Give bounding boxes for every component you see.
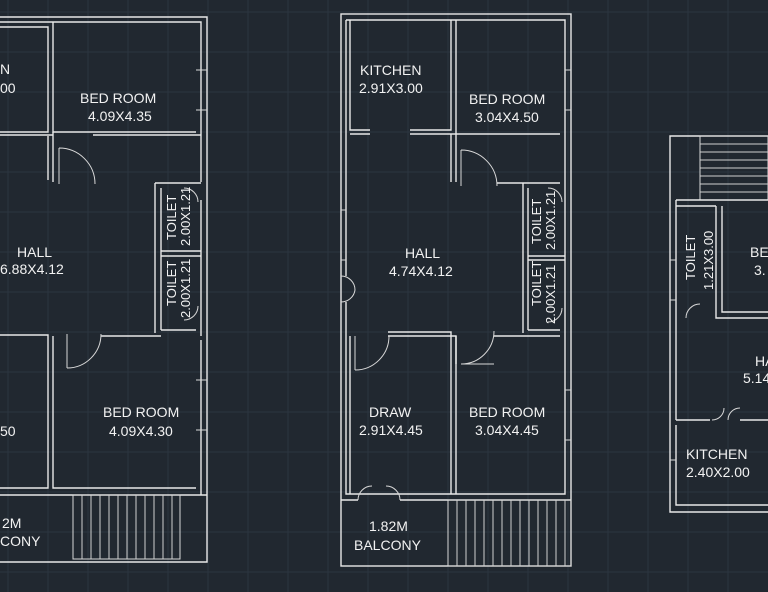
room-dims: 1.21X3.00 (701, 231, 716, 290)
room-label: TOILET (529, 261, 544, 306)
room-dims: 6.88X4.12 (0, 261, 64, 277)
middle-floor-plan (340, 13, 572, 567)
room-label: DRAW (369, 404, 412, 420)
room-dims: 00 (0, 80, 16, 96)
room-label: KITCHEN (360, 62, 421, 78)
balcony-size: 2M (2, 515, 21, 531)
room-label: TOILET (529, 199, 544, 244)
room-label: BED ROOM (103, 404, 179, 420)
left-outer-wall (0, 16, 208, 563)
room-label: KITCHEN (686, 446, 747, 462)
left-labels: N 00 BED ROOM 4.09X4.35 HALL 6.88X4.12 T… (0, 61, 193, 549)
room-label: BE (750, 244, 768, 260)
room-dims: 4.09X4.30 (109, 423, 173, 439)
right-floor-plan (669, 135, 768, 513)
room-dims: 3.04X4.45 (475, 422, 539, 438)
room-label: BED ROOM (469, 404, 545, 420)
room-label: HALL (405, 245, 440, 261)
balcony-label: CONY (0, 533, 41, 549)
room-dims: 2.40X2.00 (686, 464, 750, 480)
room-dims: 2.00X1.21 (178, 187, 193, 246)
balcony-door (357, 485, 401, 501)
room-dims: 2.91X4.45 (359, 422, 423, 438)
room-label: TOILET (164, 195, 179, 240)
left-floor-plan (0, 16, 208, 563)
room-dims: 3.04X4.50 (475, 109, 539, 125)
room-dims: 4.74X4.12 (389, 263, 453, 279)
room-label: HA (755, 353, 768, 369)
door-swing (354, 335, 390, 371)
balcony-label: BALCONY (354, 537, 422, 553)
room-label: TOILET (683, 235, 698, 280)
room-dims: 2.00X1.21 (178, 259, 193, 318)
room-label: N (0, 61, 10, 77)
room-dims: 4.09X4.35 (88, 108, 152, 124)
door-swing (66, 333, 102, 369)
room-label: BED ROOM (80, 90, 156, 106)
room-label: TOILET (164, 261, 179, 306)
room-dims: 2.00X1.21 (543, 265, 558, 324)
room-dims: 50 (0, 423, 16, 439)
door-swing (58, 147, 96, 185)
right-labels: TOILET 1.21X3.00 BE 3. HA 5.14 KITCHEN 2… (683, 231, 768, 480)
middle-stairs (447, 499, 572, 567)
room-dims: 5.14 (743, 370, 768, 386)
balcony-size: 1.82M (369, 518, 408, 534)
room-label: BED ROOM (469, 91, 545, 107)
door-swing (460, 330, 495, 365)
middle-labels: KITCHEN 2.91X3.00 BED ROOM 3.04X4.50 TOI… (354, 62, 558, 553)
door-swing (460, 149, 498, 187)
room-dims: 2.00X1.21 (543, 191, 558, 250)
room-dims: 2.91X3.00 (359, 80, 423, 96)
entry-door (340, 275, 356, 303)
room-label: HALL (17, 244, 52, 260)
room-dims: 3. (754, 262, 766, 278)
